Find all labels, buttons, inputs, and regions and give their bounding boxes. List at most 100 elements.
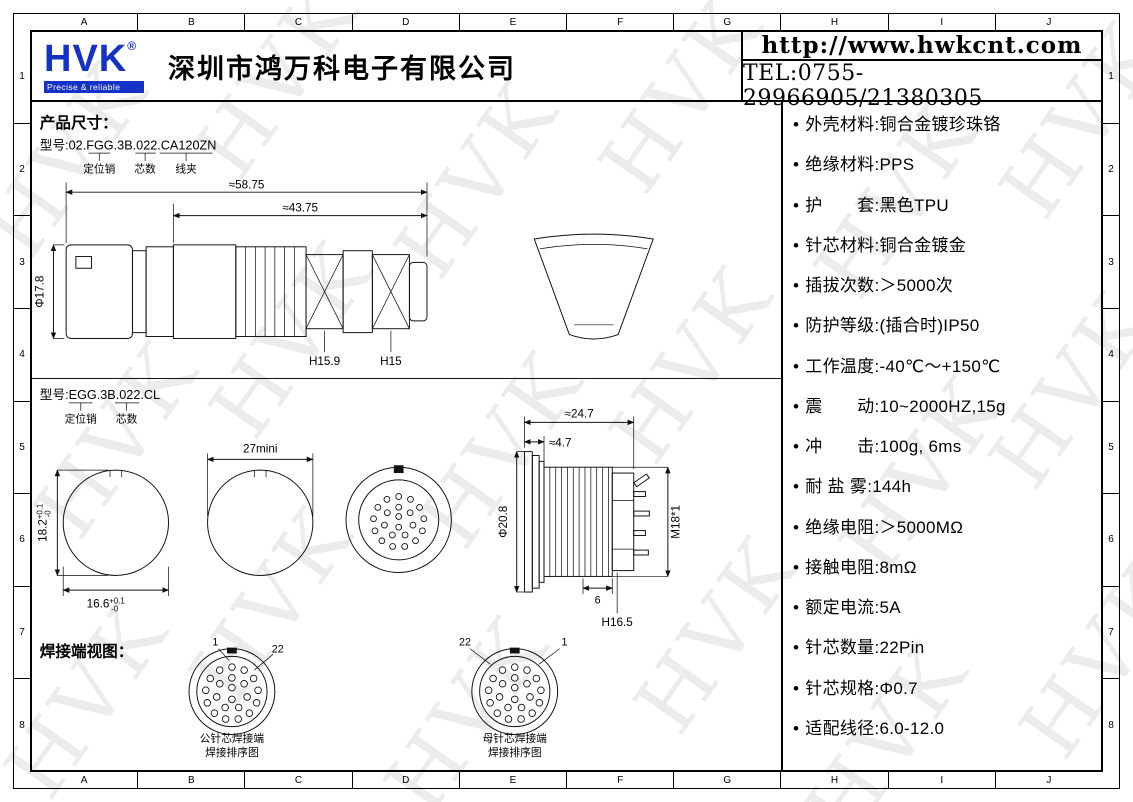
shell-front-view-1	[62, 469, 170, 576]
female-weld-view	[469, 647, 560, 735]
grid-label: 3	[19, 256, 25, 268]
sheet-outer-border	[13, 13, 1120, 789]
grid-cell: 8	[14, 679, 30, 771]
spec-text: 耐 盐 雾:144h	[805, 477, 912, 497]
logo-text: HVK	[44, 37, 128, 80]
spec-text: 外壳材料:铜合金镀珍珠铬	[805, 115, 1001, 134]
grid-cell: I	[889, 14, 996, 30]
company-name: 深圳市鸿万科电子有限公司	[168, 53, 516, 84]
grid-cell: A	[31, 772, 139, 788]
keyway-mark	[227, 647, 237, 654]
shell-front-view-2	[207, 469, 314, 576]
grid-cell: C	[245, 14, 353, 30]
website-url: http://www.hwkcnt.com	[743, 32, 1101, 61]
grid-label: C	[294, 16, 303, 28]
female-pin-first-label: 1	[562, 637, 568, 649]
spec-item: •护 套:黑色TPU	[793, 195, 1095, 216]
grid-label: J	[1046, 16, 1052, 28]
dim-flange-offset: ≈4.7	[549, 437, 572, 450]
bullet-icon: •	[793, 678, 800, 698]
spec-item: •接触电阻:8mΩ	[793, 557, 1095, 578]
grid-label: F	[617, 774, 624, 786]
dim-thread-length: 6	[595, 595, 601, 607]
callout-core-count: 芯数	[134, 163, 156, 176]
grid-label: B	[187, 16, 195, 28]
grid-cell: 5	[14, 402, 30, 495]
dim-front-width: 27mini	[243, 443, 277, 456]
male-weld-pins	[202, 663, 262, 723]
male-weld-caption-line2: 焊接排序图	[205, 746, 259, 759]
spec-text: 适配线径:6.0-12.0	[805, 718, 945, 738]
spec-item: •震 动:10~2000HZ,15g	[793, 396, 1095, 417]
spec-text: 额定电流:5A	[805, 598, 901, 617]
grid-label: 3	[1108, 256, 1114, 268]
grid-cell: 8	[1103, 679, 1119, 771]
grid-label: H	[830, 774, 839, 786]
bullet-icon: •	[793, 316, 800, 336]
dim-socket-diameter: Φ20.8	[497, 506, 510, 538]
spec-text: 防护等级:(插合时)IP50	[805, 316, 980, 336]
grid-cell: 2	[14, 124, 30, 217]
registered-mark-icon: ®	[127, 38, 137, 53]
bullet-icon: •	[793, 638, 800, 658]
grid-label: I	[940, 16, 944, 28]
grid-label: 8	[1108, 719, 1114, 731]
grid-label: 2	[19, 163, 25, 175]
grid-label: E	[509, 16, 517, 28]
grid-cell: 6	[14, 494, 30, 587]
spec-item: •针芯材料:铜合金镀金	[793, 235, 1095, 256]
grid-cell: F	[567, 14, 675, 30]
keyway-mark	[393, 465, 404, 474]
title-block: HVK® Precise & reliable 深圳市鸿万科电子有限公司 htt…	[32, 32, 1101, 111]
grid-label: 7	[1108, 627, 1114, 639]
contact-block: http://www.hwkcnt.com TEL:0755-29966905/…	[741, 32, 1101, 111]
insert-front-view	[345, 465, 452, 574]
logo-line: HVK®	[44, 40, 164, 78]
bullet-icon: •	[793, 517, 800, 537]
grid-label: 6	[19, 534, 25, 546]
female-weld-pins	[484, 663, 545, 723]
female-weld-caption-line2: 焊接排序图	[488, 746, 542, 759]
spec-text: 针芯规格:Φ0.7	[805, 678, 918, 698]
insert-pins	[370, 493, 428, 550]
grid-cell: 6	[1103, 494, 1119, 587]
grid-cell: J	[996, 772, 1102, 788]
spec-item: • 外壳材料:铜合金镀珍珠铬	[793, 114, 1095, 135]
dim-hex1: H15.9	[309, 355, 340, 368]
grid-cell: F	[567, 772, 675, 788]
model2-label: 型号:EGG.3B.022.CL	[40, 388, 160, 402]
grid-label: 4	[19, 349, 25, 361]
grid-cell: E	[460, 772, 568, 788]
female-pin-last-label: 22	[459, 637, 471, 649]
dim-socket-length: ≈24.7	[565, 407, 594, 420]
spec-text: 护 套:黑色TPU	[805, 195, 949, 215]
female-weld-caption-line1: 母针芯焊接端	[483, 732, 548, 745]
grid-label: 5	[19, 441, 25, 453]
grid-cell: 4	[14, 309, 30, 402]
dim-shell-width: 16.6+0.1-0	[87, 597, 125, 614]
grid-label: J	[1046, 774, 1052, 786]
callout2-core-count: 芯数	[116, 412, 138, 425]
callout-cable-clamp: 线夹	[175, 163, 197, 176]
bullet-icon: •	[793, 437, 800, 456]
logo: HVK® Precise & reliable	[32, 32, 164, 100]
keyway-mark	[509, 647, 520, 654]
grid-label: G	[723, 774, 732, 786]
bullet-icon: •	[793, 115, 800, 134]
grid-cell: D	[353, 14, 460, 30]
grid-cell: 1	[1103, 31, 1119, 124]
spec-item: •绝缘材料:PPS	[793, 154, 1095, 175]
spec-text: 冲 击:100g, 6ms	[805, 437, 962, 456]
grid-label: G	[723, 16, 732, 28]
grid-cell: J	[996, 14, 1102, 30]
spec-text: 震 动:10~2000HZ,15g	[805, 396, 1006, 416]
grid-cell: D	[353, 772, 460, 788]
weld-view-title: 焊接端视图：	[40, 641, 134, 660]
dim-hex2: H15	[380, 355, 402, 368]
bullet-icon: •	[793, 477, 800, 497]
dim-body-length: ≈43.75	[282, 202, 318, 215]
male-pin-last-label: 22	[272, 644, 284, 656]
